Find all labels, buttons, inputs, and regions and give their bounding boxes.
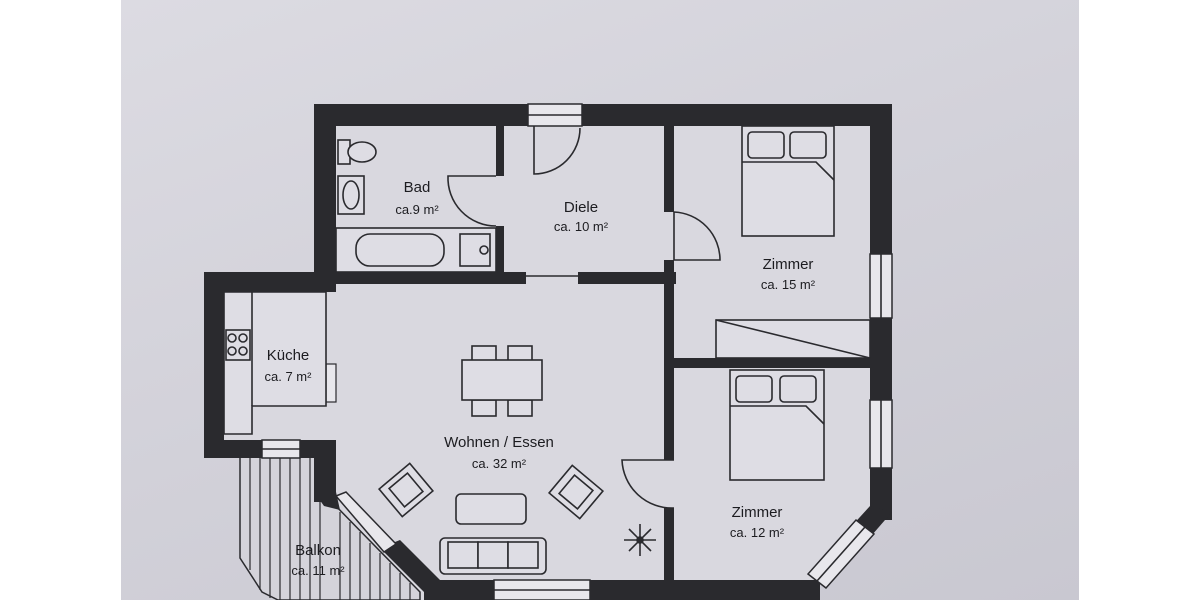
wardrobe-1: [715, 319, 871, 359]
svg-text:ca. 10 m²: ca. 10 m²: [554, 219, 609, 234]
dining-table-icon: [461, 345, 543, 417]
svg-text:Küche: Küche: [267, 347, 310, 364]
svg-text:Balkon: Balkon: [295, 542, 341, 559]
bathtub-icon: [335, 227, 497, 273]
svg-text:ca. 12 m²: ca. 12 m²: [730, 525, 785, 540]
armchair-icon-2: [547, 464, 605, 520]
svg-text:ca. 11 m²: ca. 11 m²: [291, 563, 345, 578]
kitchen-counter: [223, 291, 327, 435]
svg-text:Wohnen / Essen: Wohnen / Essen: [444, 434, 554, 451]
toilet-icon: [337, 139, 377, 165]
sink-icon: [337, 175, 365, 215]
coffee-table: [455, 493, 527, 525]
svg-text:Zimmer: Zimmer: [763, 256, 814, 273]
bed-icon: [741, 125, 835, 237]
svg-text:Zimmer: Zimmer: [732, 504, 783, 521]
windows: [261, 103, 893, 600]
armchair-icon: [377, 462, 435, 518]
svg-text:ca. 15 m²: ca. 15 m²: [761, 277, 816, 292]
plant-icon: [624, 524, 656, 556]
room-label-zimmer-2: Zimmer ca. 12 m²: [730, 504, 785, 540]
interior-walls: [336, 126, 870, 588]
room-label-kueche: Küche ca. 7 m²: [265, 347, 313, 384]
room-label-zimmer-1: Zimmer ca. 15 m²: [761, 256, 816, 292]
room-label-balkon: Balkon ca. 11 m²: [291, 542, 345, 578]
doors: [447, 126, 721, 509]
exterior-walls: [204, 104, 892, 600]
room-label-wohnen: Wohnen / Essen ca. 32 m²: [444, 434, 554, 471]
svg-text:Bad: Bad: [404, 179, 431, 196]
sofa-icon: [439, 537, 547, 575]
bed-icon-2: [729, 369, 825, 481]
room-label-diele: Diele ca. 10 m²: [554, 199, 609, 234]
stove-icon: [225, 329, 251, 361]
svg-text:ca. 32 m²: ca. 32 m²: [472, 456, 527, 471]
svg-text:ca.9 m²: ca.9 m²: [395, 202, 439, 217]
svg-text:ca. 7 m²: ca. 7 m²: [265, 369, 313, 384]
svg-text:Diele: Diele: [564, 199, 598, 216]
room-label-bad: Bad ca.9 m²: [395, 179, 439, 217]
